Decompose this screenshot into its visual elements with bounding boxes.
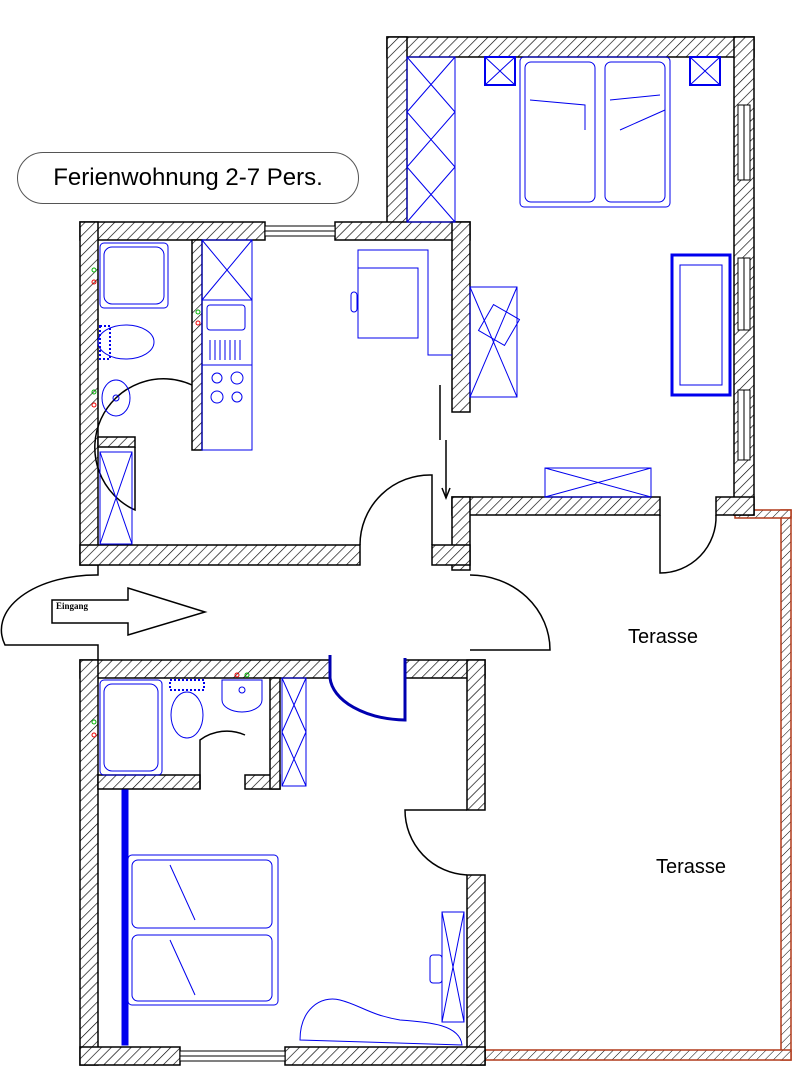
apartment-title: Ferienwohnung 2-7 Pers. <box>17 152 359 204</box>
terrace-label-upper: Terasse <box>628 626 699 648</box>
terrace-label-lower: Terasse <box>656 856 727 878</box>
fixture-markers <box>91 267 250 738</box>
furniture <box>97 56 732 1046</box>
blue-door <box>328 655 407 722</box>
doors <box>0 378 717 876</box>
entrance-label: Eingang <box>56 601 89 611</box>
entrance-arrow <box>51 586 208 637</box>
windows <box>179 104 751 1062</box>
terrace <box>484 509 792 1061</box>
